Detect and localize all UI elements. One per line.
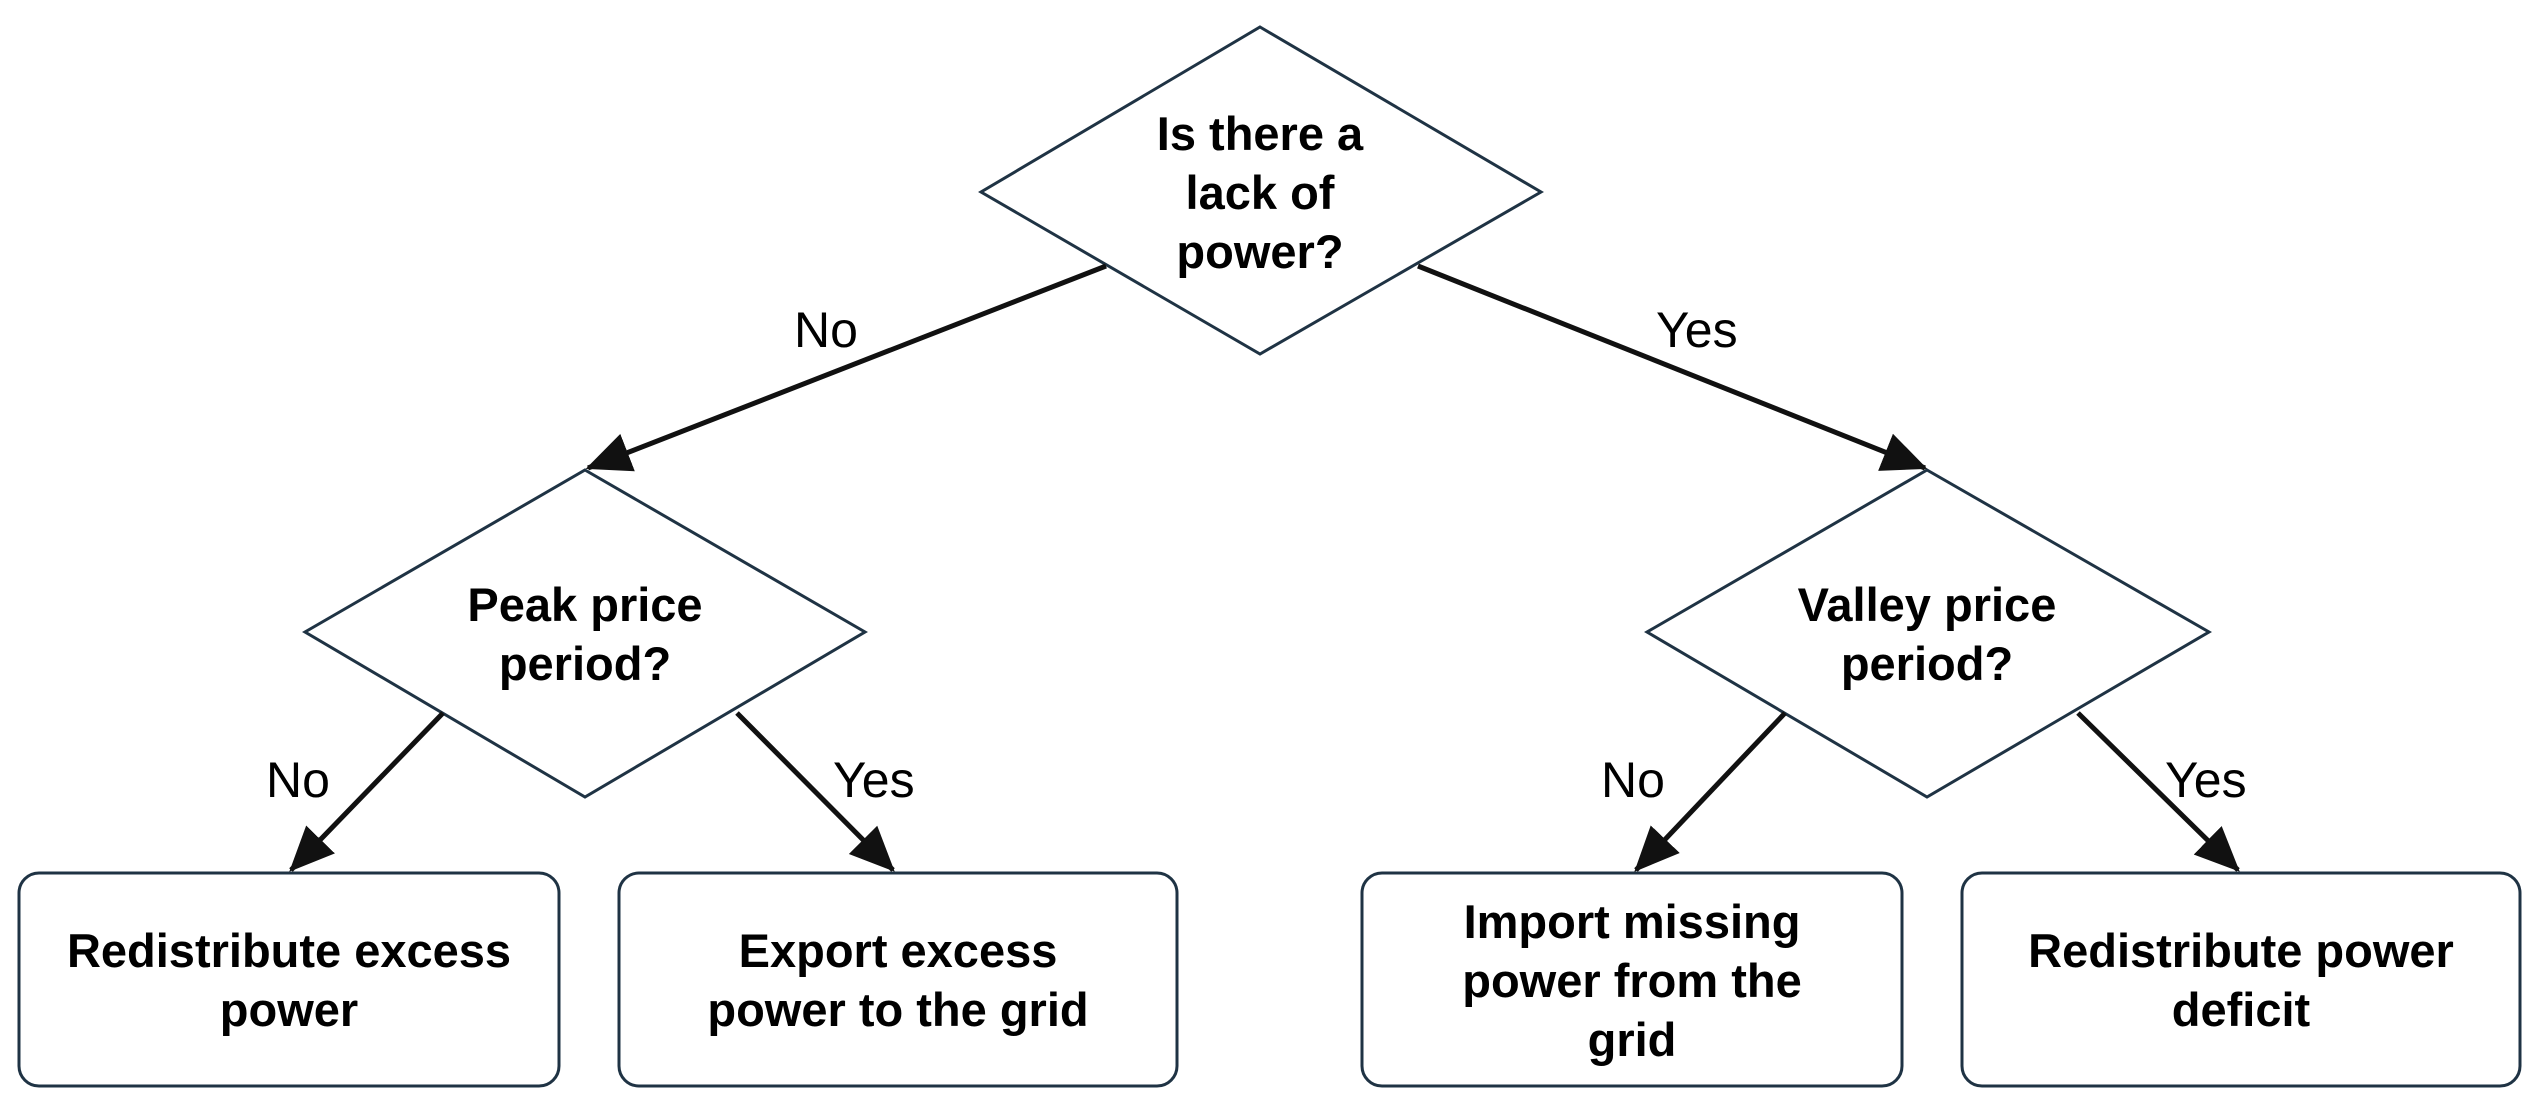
edge-label-valley-yes: Yes xyxy=(2165,752,2247,808)
arrow-root-no xyxy=(585,263,1107,472)
outcome-export-excess-shape xyxy=(617,871,1179,1088)
decision-root-label: Is there a lack of power? xyxy=(1156,106,1364,278)
outcome-redistribute-excess-shape xyxy=(17,871,561,1088)
decision-valley-label: Valley price period? xyxy=(1797,578,2057,690)
arrow-root-yes xyxy=(1417,263,1928,471)
edge-label-valley-no: No xyxy=(1601,752,1665,808)
edge-label-peak-no: No xyxy=(266,752,330,808)
outcome-redistribute-deficit-shape xyxy=(1960,871,2522,1088)
decision-valley-shape xyxy=(1644,468,2212,799)
outcome-redistribute-deficit-label: Redistribute power deficit xyxy=(2028,924,2454,1036)
outcome-import-missing-label: Import missing power from the grid xyxy=(1462,894,1802,1066)
arrow-peak-yes xyxy=(735,711,895,872)
decision-peak-shape xyxy=(302,468,868,799)
edge-label-root-no: No xyxy=(794,302,858,358)
arrow-peak-no xyxy=(289,711,445,872)
decision-peak-label: Peak price period? xyxy=(467,578,703,690)
decision-root-shape xyxy=(978,25,1544,356)
outcome-import-missing-shape xyxy=(1360,871,1904,1088)
outcome-redistribute-excess-label: Redistribute excess power xyxy=(66,924,512,1036)
outcome-export-excess-label: Export excess power to the grid xyxy=(707,924,1089,1036)
arrow-valley-yes xyxy=(2076,711,2240,872)
edge-label-peak-yes: Yes xyxy=(833,752,915,808)
arrow-valley-no xyxy=(1634,711,1787,872)
edge-label-root-yes: Yes xyxy=(1656,302,1738,358)
